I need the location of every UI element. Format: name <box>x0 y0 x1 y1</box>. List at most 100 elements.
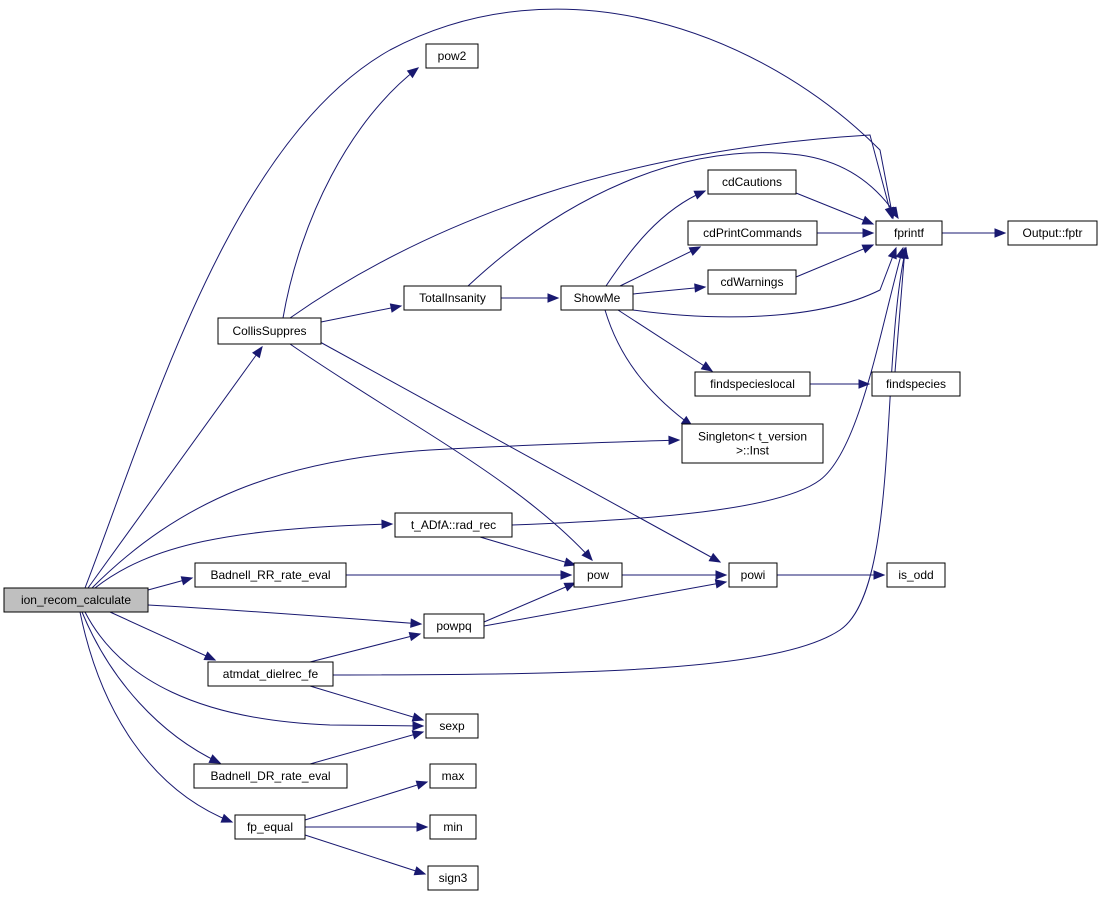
edge-powpq-to-pow <box>483 582 577 623</box>
node-Badnell_RR_rate_eval[interactable]: Badnell_RR_rate_eval <box>194 562 347 588</box>
node-box[interactable] <box>427 865 479 891</box>
arrowhead <box>416 822 429 832</box>
edge-line <box>795 192 874 225</box>
node-atmdat_dielrec_fe[interactable]: atmdat_dielrec_fe <box>207 661 334 687</box>
node-TotalInsanity[interactable]: TotalInsanity <box>403 285 502 311</box>
node-box[interactable] <box>217 317 322 345</box>
node-box[interactable] <box>1007 220 1098 246</box>
edge-t_ADfA_rad_rec-to-pow <box>479 536 577 567</box>
node-label: is_odd <box>898 568 933 582</box>
arrowhead <box>381 519 394 529</box>
node-label: atmdat_dielrec_fe <box>223 667 319 681</box>
node-CollisSuppres[interactable]: CollisSuppres <box>217 317 322 345</box>
node-box[interactable] <box>707 269 797 295</box>
node-box[interactable] <box>3 587 149 613</box>
node-box[interactable] <box>425 43 479 69</box>
node-cdPrintCommands[interactable]: cdPrintCommands <box>687 220 818 246</box>
node-powpq[interactable]: powpq <box>423 613 485 639</box>
node-max[interactable]: max <box>429 763 477 789</box>
arrowhead <box>581 549 593 562</box>
node-ion_recom_calculate[interactable]: ion_recom_calculate <box>3 587 149 613</box>
node-box[interactable] <box>687 220 818 246</box>
node-ShowMe[interactable]: ShowMe <box>560 285 634 311</box>
arrowhead <box>858 379 871 389</box>
edge-powpq-to-powi <box>483 579 728 627</box>
node-box[interactable] <box>728 562 778 588</box>
node-box[interactable] <box>234 814 306 840</box>
node-Singleton[interactable]: Singleton< t_version>::Inst <box>681 423 824 464</box>
node-is_odd[interactable]: is_odd <box>886 562 946 588</box>
node-box[interactable] <box>707 169 797 195</box>
edge-line <box>483 581 727 627</box>
edge-line <box>309 731 424 765</box>
node-label: max <box>442 769 465 783</box>
arrowhead <box>203 651 217 661</box>
edge-ion_recom_calculate-to-CollisSuppres <box>87 345 263 589</box>
node-label: Badnell_RR_rate_eval <box>210 568 330 582</box>
node-label: findspecieslocal <box>710 377 795 391</box>
node-box[interactable] <box>429 763 477 789</box>
edge-atmdat_dielrec_fe-to-powpq <box>309 632 422 663</box>
edge-ion_recom_calculate-to-Singleton <box>91 435 681 589</box>
edge-line <box>795 244 874 278</box>
node-box[interactable] <box>560 285 634 311</box>
node-findspecies[interactable]: findspecies <box>871 371 961 397</box>
node-findspecieslocal[interactable]: findspecieslocal <box>694 371 811 397</box>
node-box[interactable] <box>425 713 479 739</box>
node-t_ADfA_rad_rec[interactable]: t_ADfA::rad_rec <box>394 512 513 538</box>
edge-line <box>91 439 680 589</box>
node-box[interactable] <box>394 512 513 538</box>
edge-line <box>84 8 894 589</box>
edge-line <box>94 523 393 589</box>
node-label: ion_recom_calculate <box>21 593 131 607</box>
arrowhead <box>700 361 714 372</box>
node-box[interactable] <box>681 423 824 464</box>
node-box[interactable] <box>875 220 943 246</box>
node-box[interactable] <box>429 814 477 840</box>
node-box[interactable] <box>194 562 347 588</box>
node-cdCautions[interactable]: cdCautions <box>707 169 797 195</box>
edge-CollisSuppres-to-pow2 <box>282 67 420 319</box>
node-pow2[interactable]: pow2 <box>425 43 479 69</box>
node-box[interactable] <box>403 285 502 311</box>
node-Output_fptr[interactable]: Output::fptr <box>1007 220 1098 246</box>
node-sexp[interactable]: sexp <box>425 713 479 739</box>
node-box[interactable] <box>871 371 961 397</box>
node-box[interactable] <box>694 371 811 397</box>
edge-fprintf-to-Output_fptr <box>942 228 1007 238</box>
edge-line <box>320 305 402 323</box>
arrowhead <box>688 246 702 256</box>
node-label: fprintf <box>894 226 925 240</box>
edge-ion_recom_calculate-to-powpq <box>147 604 423 628</box>
node-cdWarnings[interactable]: cdWarnings <box>707 269 797 295</box>
edge-ShowMe-to-cdPrintCommands <box>619 246 702 287</box>
node-box[interactable] <box>207 661 334 687</box>
node-box[interactable] <box>886 562 946 588</box>
arrowhead <box>693 190 707 200</box>
edge-line <box>109 611 216 661</box>
edge-ion_recom_calculate-to-t_ADfA_rad_rec <box>94 519 394 589</box>
node-Badnell_DR_rate_eval[interactable]: Badnell_DR_rate_eval <box>193 763 348 789</box>
arrowhead <box>861 244 875 254</box>
edge-Badnell_RR_rate_eval-to-pow <box>346 570 573 580</box>
edge-line <box>304 834 426 875</box>
node-powi[interactable]: powi <box>728 562 778 588</box>
node-fprintf[interactable]: fprintf <box>875 220 943 246</box>
edge-line <box>289 134 893 319</box>
node-sign3[interactable]: sign3 <box>427 865 479 891</box>
node-label: cdCautions <box>722 175 782 189</box>
node-label: TotalInsanity <box>419 291 486 305</box>
edge-fp_equal-to-min <box>305 822 429 832</box>
node-box[interactable] <box>193 763 348 789</box>
edge-ion_recom_calculate-to-fp_equal <box>79 611 234 823</box>
node-box[interactable] <box>573 562 623 588</box>
edge-ShowMe-to-fprintf <box>632 246 897 318</box>
node-pow[interactable]: pow <box>573 562 623 588</box>
arrowhead <box>888 206 899 220</box>
arrowhead <box>411 730 425 740</box>
node-box[interactable] <box>423 613 485 639</box>
node-min[interactable]: min <box>429 814 477 840</box>
edge-line <box>289 343 593 561</box>
node-fp_equal[interactable]: fp_equal <box>234 814 306 840</box>
arrowhead <box>715 570 728 580</box>
